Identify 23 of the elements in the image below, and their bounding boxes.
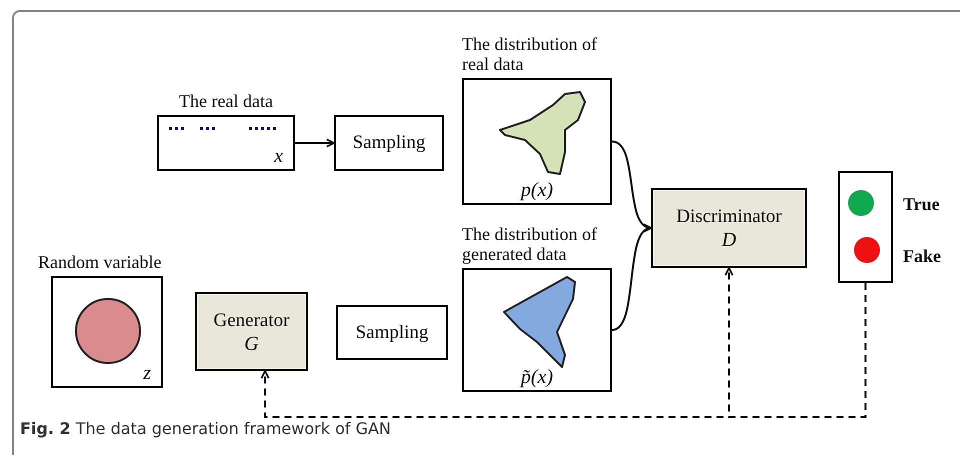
arrow: [295, 138, 335, 148]
process-box: [336, 305, 448, 360]
variable-label: p̃(x): [520, 366, 554, 388]
status-label: Fake: [903, 245, 941, 267]
variable-label: D: [722, 229, 736, 251]
heading-label: The distribution of generated data: [462, 224, 598, 264]
arrow: [612, 226, 652, 331]
variable-label: x: [274, 145, 283, 167]
heading-label: Random variable: [38, 252, 162, 272]
variable-label: p(x): [520, 179, 554, 201]
process-box: [195, 292, 308, 371]
status-label: True: [903, 193, 941, 215]
heading-label: The real data: [179, 91, 273, 111]
node-label: Sampling: [352, 131, 426, 155]
variable-label: z: [143, 362, 151, 384]
node-label: Sampling: [356, 320, 428, 344]
node-label: Generator: [214, 308, 290, 332]
figure-caption: Fig. 2 The data generation framework of GAN: [20, 419, 391, 438]
variable-label: G: [244, 332, 259, 354]
process-box: [651, 188, 807, 268]
heading-label: The distribution of real data: [462, 34, 598, 74]
node-label: Discriminator: [676, 205, 782, 229]
process-box: [334, 115, 444, 171]
